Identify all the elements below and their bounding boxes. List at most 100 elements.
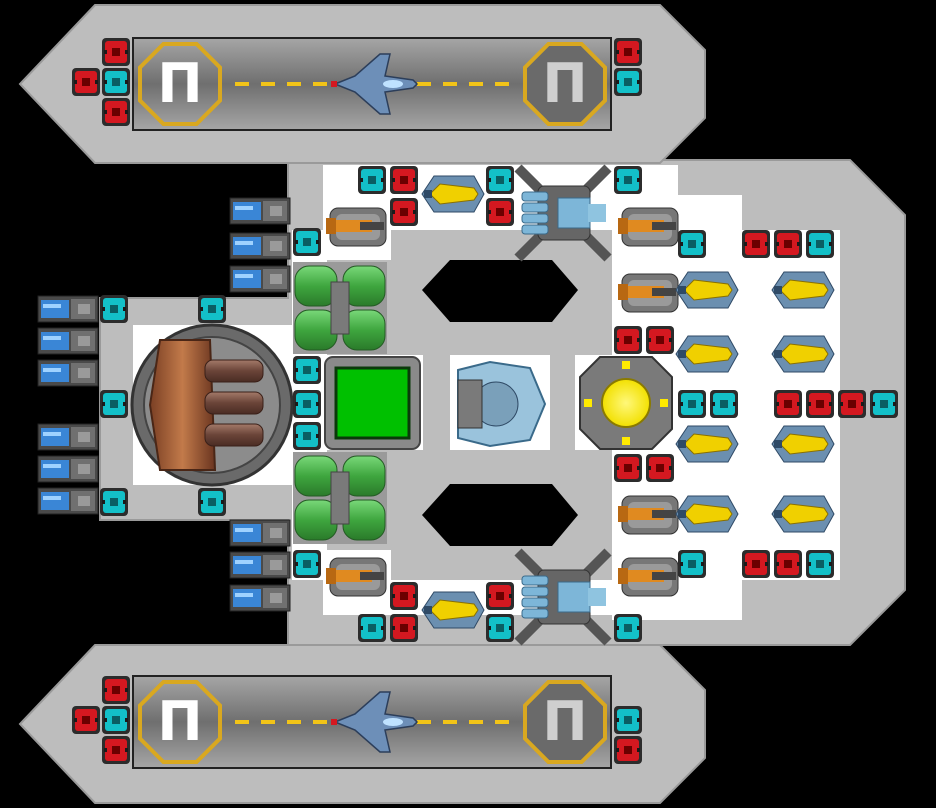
battery-icon[interactable] (37, 423, 99, 451)
cyan-port-icon[interactable] (486, 614, 514, 642)
missile-pod-icon[interactable] (771, 271, 835, 309)
cyan-port-icon[interactable] (806, 550, 834, 578)
cyan-port-icon[interactable] (806, 230, 834, 258)
hull-voids (422, 260, 578, 546)
red-port-icon[interactable] (646, 454, 674, 482)
red-port-icon[interactable] (72, 68, 100, 96)
red-port-icon[interactable] (486, 198, 514, 226)
turret-icon[interactable] (326, 207, 387, 247)
cyan-port-icon[interactable] (293, 390, 321, 418)
missile-pod-icon[interactable] (771, 335, 835, 373)
cyan-port-icon[interactable] (710, 390, 738, 418)
red-port-icon[interactable] (390, 582, 418, 610)
cyan-port-icon[interactable] (100, 390, 128, 418)
cyan-port-icon[interactable] (293, 422, 321, 450)
red-port-icon[interactable] (390, 614, 418, 642)
cyan-port-icon[interactable] (102, 68, 130, 96)
cyan-port-icon[interactable] (102, 706, 130, 734)
red-port-icon[interactable] (72, 706, 100, 734)
landing-pad-marker: Π (542, 690, 587, 753)
cyan-port-icon[interactable] (358, 166, 386, 194)
missile-pod-icon[interactable] (771, 425, 835, 463)
cyan-port-icon[interactable] (678, 550, 706, 578)
red-port-icon[interactable] (614, 326, 642, 354)
turret-icon[interactable] (618, 273, 679, 313)
missile-pod-icon[interactable] (675, 495, 739, 533)
cyan-port-icon[interactable] (870, 390, 898, 418)
battery-icon[interactable] (229, 551, 291, 579)
cyan-port-icon[interactable] (293, 550, 321, 578)
battery-icon[interactable] (37, 455, 99, 483)
turret-icon[interactable] (618, 495, 679, 535)
red-port-icon[interactable] (838, 390, 866, 418)
red-port-icon[interactable] (486, 582, 514, 610)
cyan-port-icon[interactable] (486, 166, 514, 194)
landing-pad-marker: Π (157, 52, 202, 115)
landing-pad[interactable]: Π (138, 42, 222, 126)
cyan-port-icon[interactable] (614, 68, 642, 96)
red-port-icon[interactable] (102, 736, 130, 764)
red-port-icon[interactable] (774, 230, 802, 258)
cyan-port-icon[interactable] (614, 706, 642, 734)
shield-core-icon[interactable] (324, 356, 421, 450)
red-port-icon[interactable] (102, 98, 130, 126)
battery-icon[interactable] (229, 197, 291, 225)
battery-icon[interactable] (37, 295, 99, 323)
cyan-port-icon[interactable] (293, 356, 321, 384)
red-port-icon[interactable] (390, 198, 418, 226)
cyan-port-icon[interactable] (614, 614, 642, 642)
battery-icon[interactable] (37, 359, 99, 387)
red-port-icon[interactable] (390, 166, 418, 194)
missile-pod-icon[interactable] (421, 591, 485, 629)
fuel-tank-icon[interactable] (293, 452, 387, 544)
red-port-icon[interactable] (806, 390, 834, 418)
cyan-port-icon[interactable] (100, 488, 128, 516)
cyan-port-icon[interactable] (198, 488, 226, 516)
missile-pod-icon[interactable] (675, 425, 739, 463)
landing-pad[interactable]: Π (138, 680, 222, 764)
cyan-port-icon[interactable] (198, 295, 226, 323)
missile-pod-icon[interactable] (675, 271, 739, 309)
fuel-tank-icon[interactable] (293, 262, 387, 354)
red-port-icon[interactable] (742, 230, 770, 258)
landing-pad[interactable]: Π (523, 680, 607, 764)
red-port-icon[interactable] (102, 676, 130, 704)
turret-icon[interactable] (618, 207, 679, 247)
landing-pad[interactable]: Π (523, 42, 607, 126)
cyan-port-icon[interactable] (100, 295, 128, 323)
cyan-port-icon[interactable] (614, 166, 642, 194)
missile-pod-icon[interactable] (675, 335, 739, 373)
battery-icon[interactable] (229, 584, 291, 612)
battery-icon[interactable] (37, 487, 99, 515)
battery-icon[interactable] (229, 265, 291, 293)
turret-icon[interactable] (326, 557, 387, 597)
fighter-ship-icon[interactable] (331, 53, 419, 115)
red-port-icon[interactable] (774, 390, 802, 418)
cyan-port-icon[interactable] (678, 390, 706, 418)
turret-icon[interactable] (618, 557, 679, 597)
battery-icon[interactable] (37, 327, 99, 355)
battery-icon[interactable] (229, 232, 291, 260)
main-cannon-icon[interactable] (130, 323, 294, 487)
red-port-icon[interactable] (614, 38, 642, 66)
engine-icon[interactable] (514, 164, 612, 262)
red-port-icon[interactable] (774, 550, 802, 578)
landing-pad-marker: Π (542, 52, 587, 115)
cyan-port-icon[interactable] (678, 230, 706, 258)
cyan-port-icon[interactable] (293, 228, 321, 256)
battery-icon[interactable] (229, 519, 291, 547)
missile-pod-icon[interactable] (771, 495, 835, 533)
red-port-icon[interactable] (614, 454, 642, 482)
reactor-icon[interactable] (579, 356, 673, 450)
engine-icon[interactable] (514, 548, 612, 646)
missile-pod-icon[interactable] (421, 175, 485, 213)
red-port-icon[interactable] (742, 550, 770, 578)
fighter-ship-icon[interactable] (331, 691, 419, 753)
red-port-icon[interactable] (102, 38, 130, 66)
cyan-port-icon[interactable] (358, 614, 386, 642)
red-port-icon[interactable] (614, 736, 642, 764)
cockpit-icon[interactable] (452, 357, 547, 449)
red-port-icon[interactable] (646, 326, 674, 354)
